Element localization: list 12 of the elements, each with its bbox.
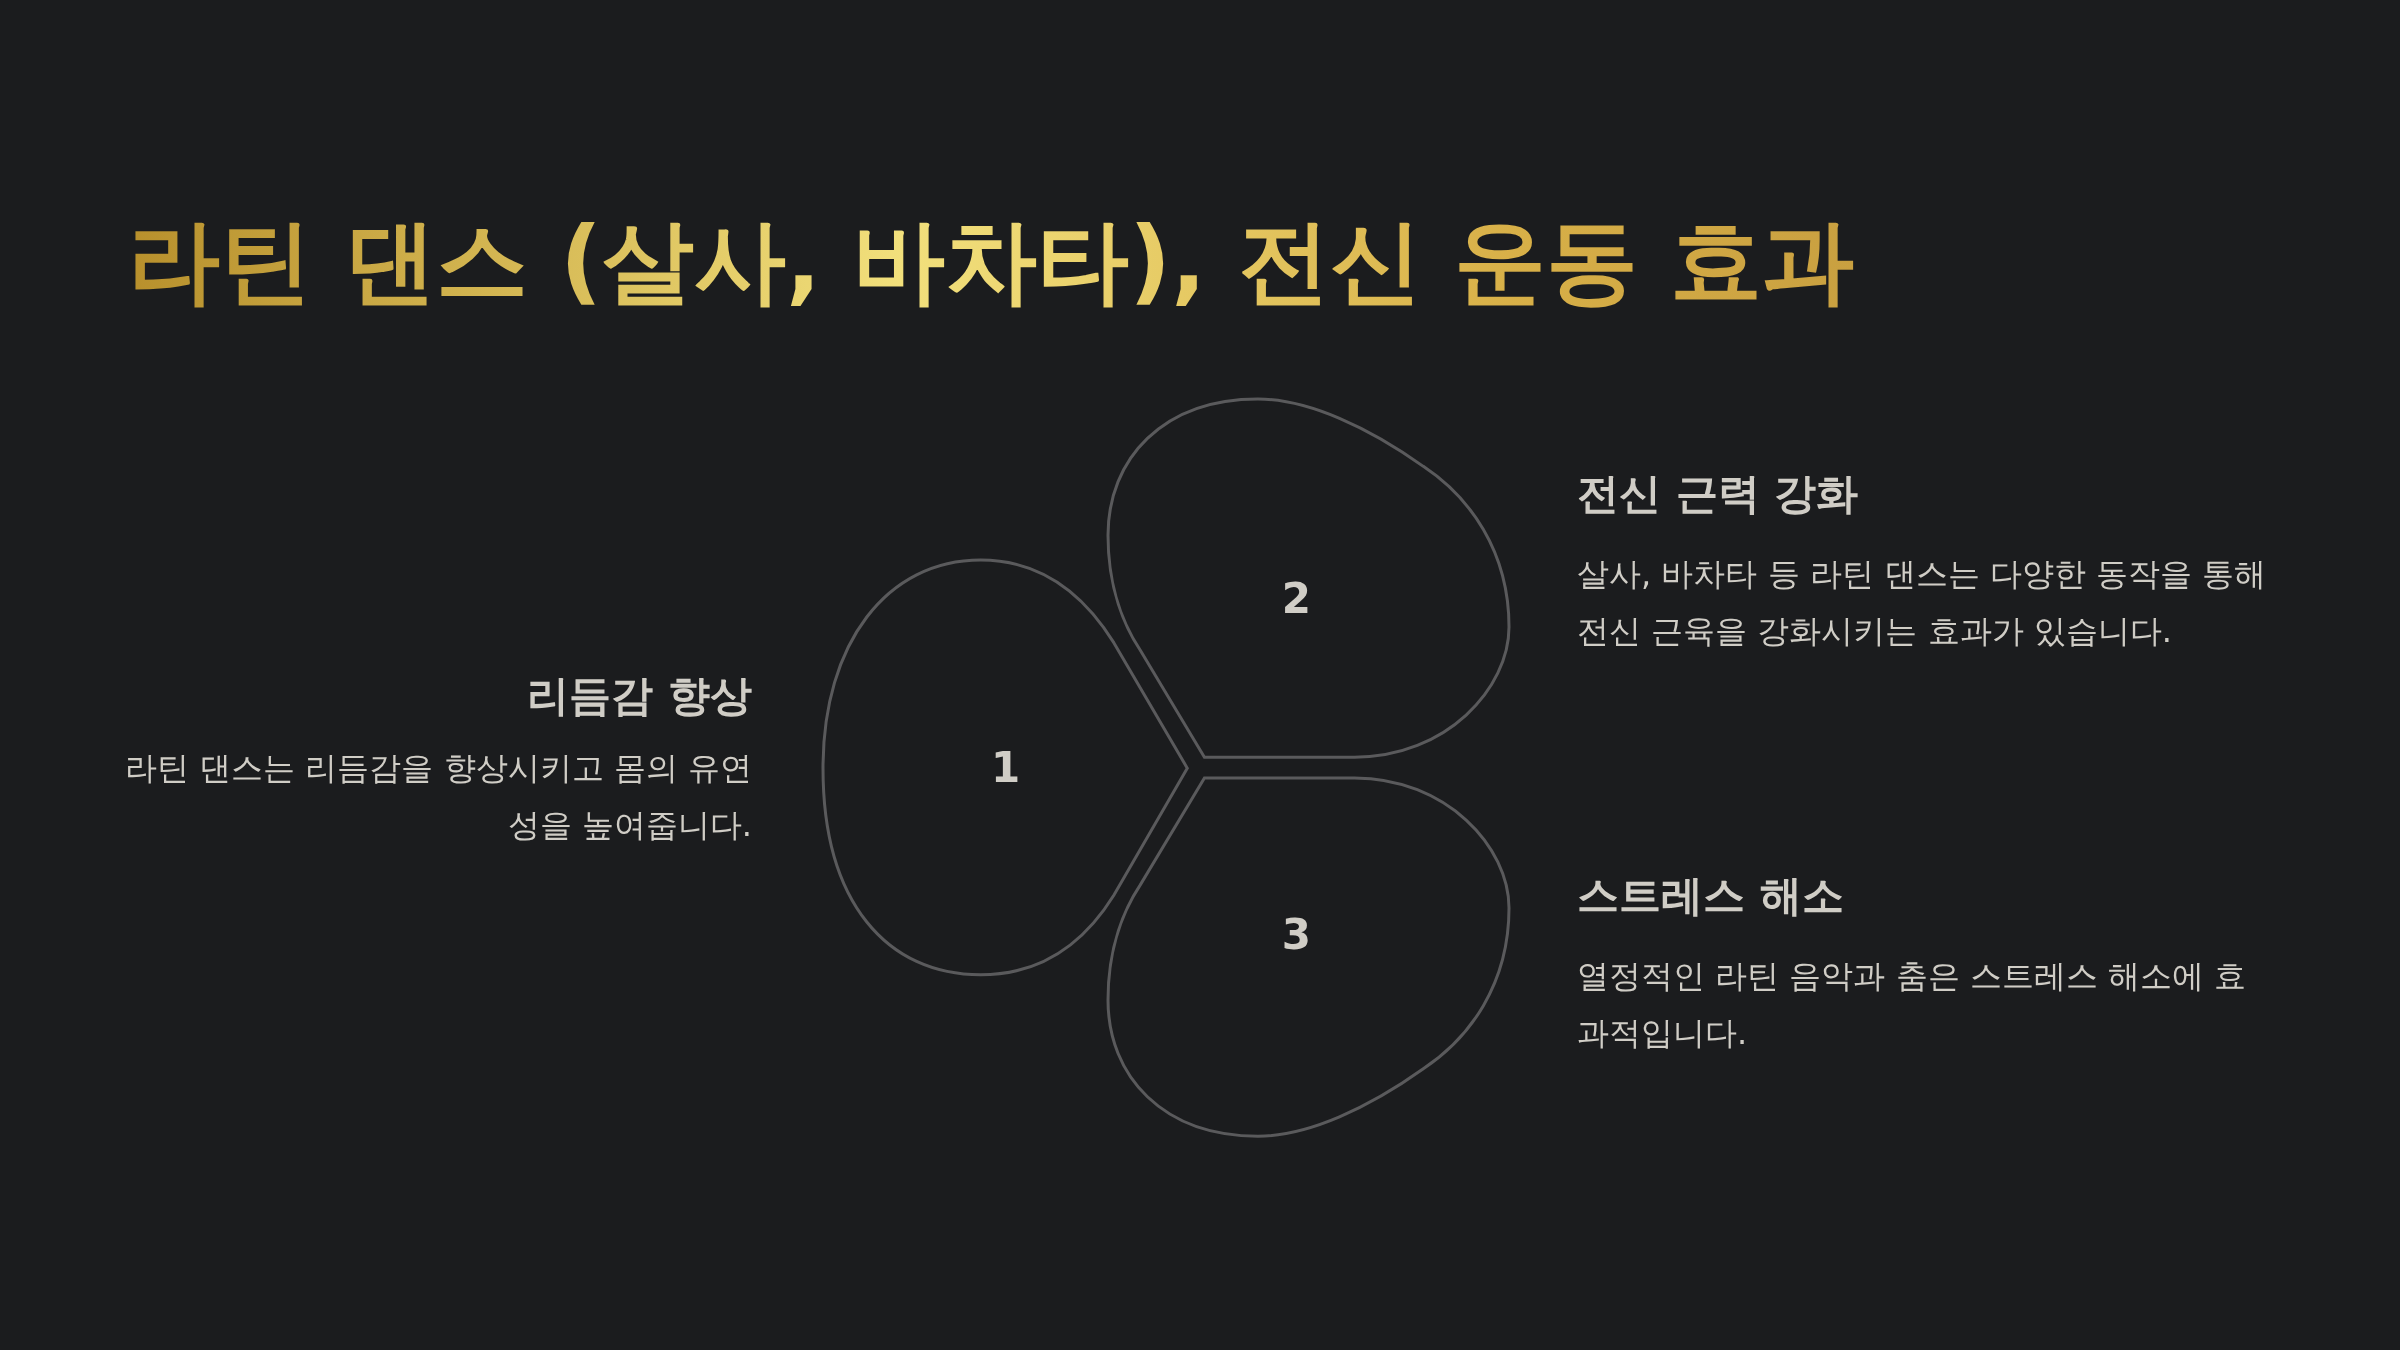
step-number: 2 bbox=[1281, 573, 1311, 623]
petal-shape bbox=[1108, 399, 1510, 758]
petal-shape bbox=[823, 560, 1188, 975]
petal-shape bbox=[1108, 777, 1510, 1136]
item-description: 살사, 바차타 등 라틴 댄스는 다양한 동작을 통해 전신 근육을 강화시키는 효과가 있습니다. bbox=[1577, 554, 2268, 652]
item-heading: 전신 근력 강화 bbox=[1577, 468, 1859, 520]
item-heading: 리듬감 향상 bbox=[527, 670, 752, 722]
item-description: 라틴 댄스는 리듬감을 향상시키고 몸의 유연성을 높여줍니다. bbox=[124, 748, 752, 846]
step-number: 1 bbox=[991, 742, 1021, 792]
step-number: 3 bbox=[1281, 909, 1311, 959]
item-heading: 스트레스 해소 bbox=[1577, 870, 1844, 922]
item-description: 열정적인 라틴 음악과 춤은 스트레스 해소에 효과적입니다. bbox=[1577, 956, 2248, 1054]
